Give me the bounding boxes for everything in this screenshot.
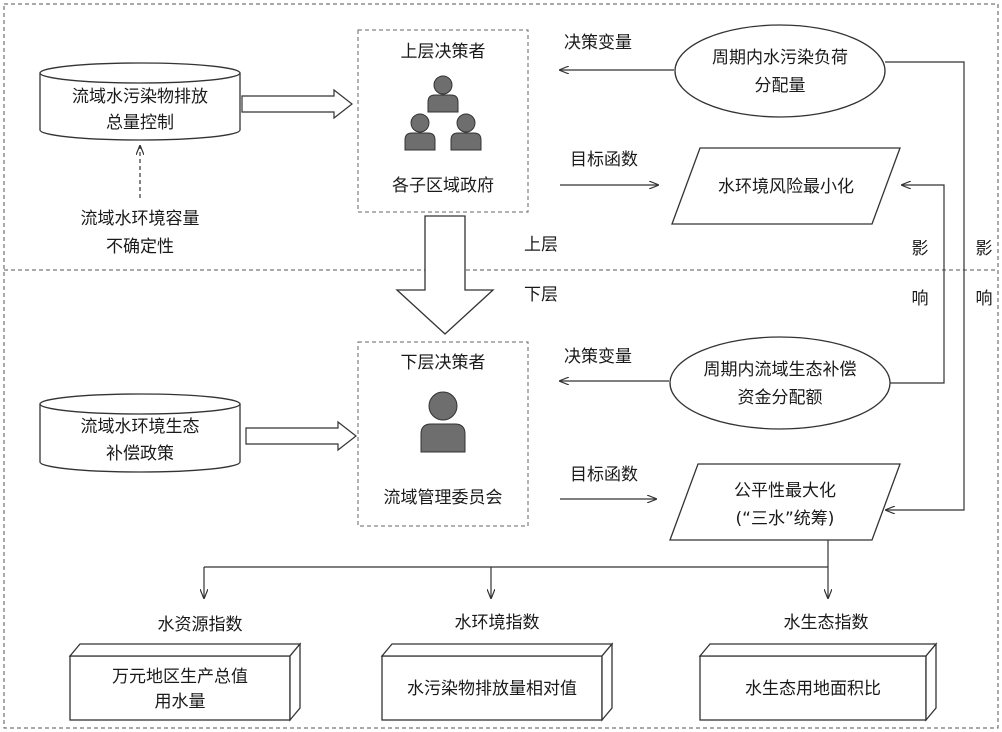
index-box-water-ecology-line1: 水生态用地面积比 xyxy=(745,679,881,699)
index-title-water-resources: 水资源指数 xyxy=(158,615,243,635)
index-box-water-ecology xyxy=(698,642,938,722)
total-discharge-control-line2: 总量控制 xyxy=(106,113,174,133)
eco-compensation-policy-line1: 流域水环境生态 xyxy=(81,417,200,437)
index-box-water-environment xyxy=(380,642,614,722)
upper-objective-parallelogram xyxy=(671,147,901,225)
lower-layer-label: 下层 xyxy=(524,285,558,305)
upper-decision-variable-line2: 分配量 xyxy=(755,76,806,96)
eco-compensation-policy-cylinder: 流域水环境生态 补偿政策 xyxy=(39,393,241,473)
total-discharge-control-line1: 流域水污染物排放 xyxy=(72,87,208,107)
upper-decision-variable-label: 决策变量 xyxy=(564,33,632,53)
total-discharge-control-cylinder: 流域水污染物排放 总量控制 xyxy=(39,62,241,141)
outer-influence-connector xyxy=(885,61,965,510)
index-box-water-environment-line1: 水污染物排放量相对值 xyxy=(407,679,577,699)
upper-decision-variable-ellipse xyxy=(674,24,886,118)
lower-objective-parallelogram xyxy=(669,463,901,541)
index-title-water-ecology: 水生态指数 xyxy=(784,613,869,633)
hollow-arrow-down xyxy=(395,215,495,335)
upper-decision-maker-title: 上层决策者 xyxy=(401,42,486,62)
outer-influence-char2: 响 xyxy=(976,289,993,309)
upper-objective-text: 水环境风险最小化 xyxy=(718,177,854,197)
index-box-water-resources xyxy=(68,642,302,722)
lower-decision-variable-line1: 周期内流域生态补偿 xyxy=(704,360,857,380)
eco-compensation-policy-line2: 补偿政策 xyxy=(106,444,174,464)
uncertainty-line2: 不确定性 xyxy=(106,237,174,257)
upper-decision-variable-line1: 周期内水污染负荷 xyxy=(712,48,848,68)
lower-decision-variable-line2: 资金分配额 xyxy=(738,388,823,408)
government-group-icon xyxy=(404,75,482,151)
lower-objective-label: 目标函数 xyxy=(570,465,638,485)
committee-person-icon xyxy=(420,391,466,453)
index-box-water-resources-line1: 万元地区生产总值 xyxy=(112,667,248,687)
lower-decision-variable-label: 决策变量 xyxy=(564,347,632,367)
lower-decision-maker-title: 下层决策者 xyxy=(401,353,486,373)
index-title-water-environment: 水环境指数 xyxy=(455,613,540,633)
hollow-arrow-upper xyxy=(241,88,353,120)
lower-objective-line1: 公平性最大化 xyxy=(734,481,836,501)
upper-layer-label: 上层 xyxy=(524,235,558,255)
upper-objective-label: 目标函数 xyxy=(570,150,638,170)
hollow-arrow-lower xyxy=(245,420,357,452)
outer-dashed-frame xyxy=(3,3,999,729)
lower-decision-maker-name: 流域管理委员会 xyxy=(384,488,503,508)
inner-influence-char1: 影 xyxy=(912,239,929,259)
upper-decision-maker-name: 各子区域政府 xyxy=(392,176,494,196)
lower-objective-line2: (“三水”统筹) xyxy=(736,509,835,529)
uncertainty-line1: 流域水环境容量 xyxy=(81,209,200,229)
outer-influence-char1: 影 xyxy=(976,239,993,259)
inner-influence-char2: 响 xyxy=(912,289,929,309)
index-box-water-resources-line2: 用水量 xyxy=(155,692,206,712)
lower-decision-variable-ellipse xyxy=(669,336,891,430)
upper-decision-maker-box xyxy=(357,29,529,213)
inner-influence-connector xyxy=(890,185,945,384)
